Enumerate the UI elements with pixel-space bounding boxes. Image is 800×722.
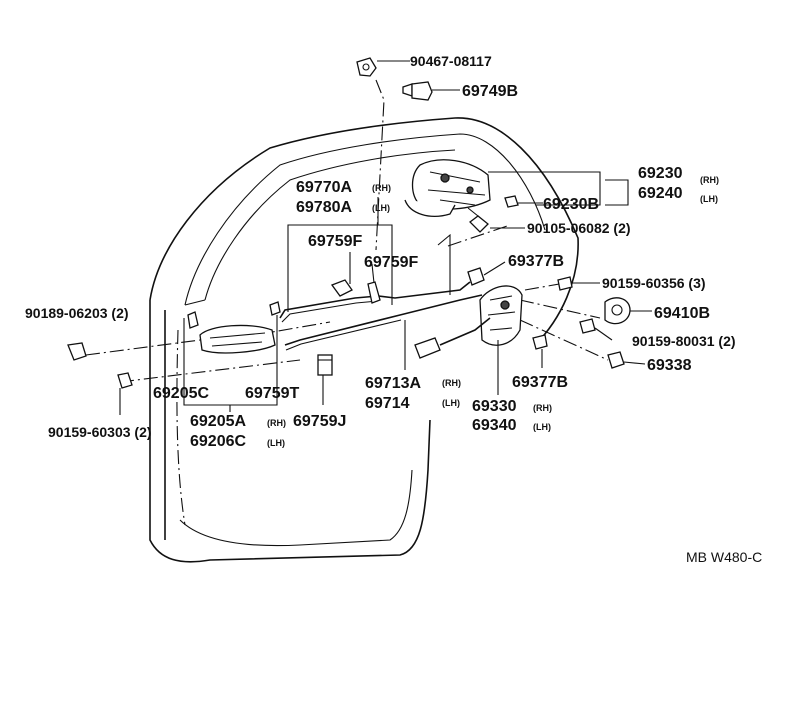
label-69713a-side: (RH) (442, 378, 461, 388)
label-69205a: 69205A (190, 413, 246, 430)
label-69338: 69338 (647, 357, 692, 374)
label-69330: 69330 (472, 398, 517, 415)
label-69714: 69714 (365, 395, 410, 412)
label-90159-80031: 90159-80031 (2) (632, 333, 736, 349)
leader-lines (119, 60, 652, 415)
label-69713a: 69713A (365, 375, 421, 392)
label-69377b-a: 69377B (508, 253, 564, 270)
label-69206c: 69206C (190, 433, 246, 450)
label-69714-side: (LH) (442, 398, 460, 408)
door-outline (149, 117, 579, 563)
label-69205a-side: (RH) (267, 418, 286, 428)
label-69770a-side: (RH) (372, 183, 391, 193)
label-69340: 69340 (472, 417, 517, 434)
label-69377b-b: 69377B (512, 374, 568, 391)
label-90159-60356: 90159-60356 (3) (602, 275, 706, 291)
inside-handle-part (199, 324, 276, 354)
label-69205c: 69205C (153, 385, 209, 402)
label-69759j: 69759J (293, 413, 346, 430)
label-69206c-side: (LH) (267, 438, 285, 448)
screw-part (117, 372, 133, 389)
striker-part (604, 297, 631, 325)
label-90159-60303: 90159-60303 (2) (48, 424, 152, 440)
clip-part (67, 342, 87, 361)
label-69759t: 69759T (245, 385, 299, 402)
screw-part (469, 215, 489, 233)
clip-part (402, 83, 413, 97)
label-69340-side: (LH) (533, 422, 551, 432)
label-69770a: 69770A (296, 179, 352, 196)
label-69230b: 69230B (543, 196, 599, 213)
screw-part (557, 276, 573, 291)
label-69759f-a: 69759F (308, 233, 362, 250)
label-69749b: 69749B (462, 83, 518, 100)
door-lock-part (479, 285, 523, 346)
part-drawings (67, 57, 631, 389)
label-69230-side: (RH) (700, 175, 719, 185)
bolt-part (607, 351, 625, 369)
label-69230: 69230 (638, 165, 683, 182)
label-90189-06203: 90189-06203 (2) (25, 305, 129, 321)
label-69410b: 69410B (654, 305, 710, 322)
label-69759f-b: 69759F (364, 254, 418, 271)
label-69330-side: (RH) (533, 403, 552, 413)
label-90105-06082: 90105-06082 (2) (527, 220, 631, 236)
label-69780a: 69780A (296, 199, 352, 216)
callout-labels: 90467-08117 69749B 69770A (RH) 69780A (L… (25, 53, 762, 565)
label-69780a-side: (LH) (372, 203, 390, 213)
cushion-part (317, 354, 333, 376)
screw-part (579, 318, 596, 334)
label-69240: 69240 (638, 185, 683, 202)
label-90467-08117: 90467-08117 (410, 53, 492, 69)
diagram-code: MB W480-C (686, 549, 762, 565)
label-69240-side: (LH) (700, 194, 718, 204)
clip-part (356, 57, 377, 77)
rod-part (284, 294, 483, 346)
